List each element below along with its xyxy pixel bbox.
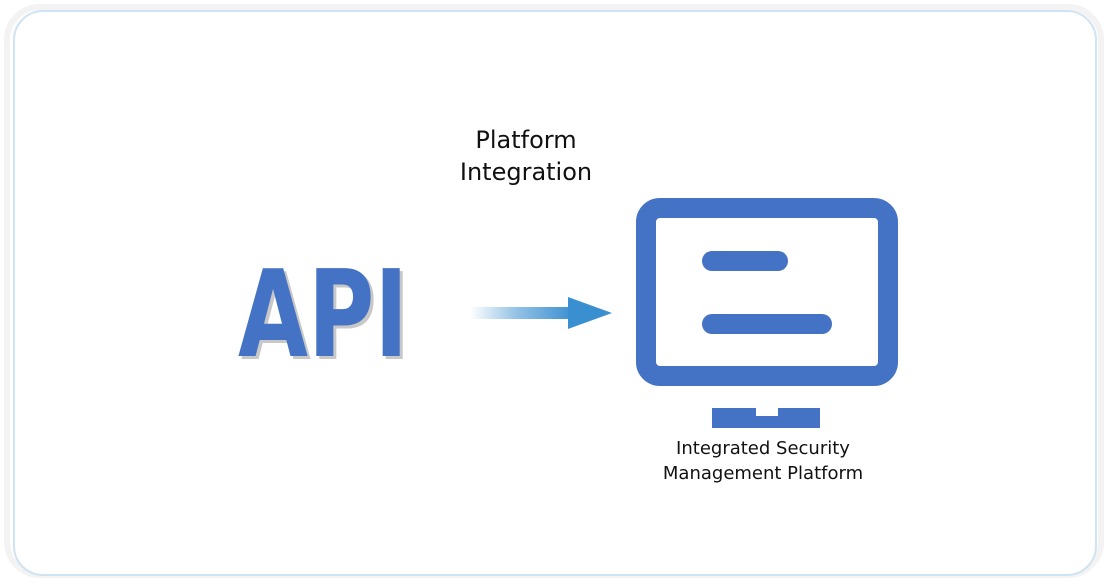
integration-arrow [470,297,612,329]
monitor-screen [636,198,898,386]
monitor-stand [712,408,820,428]
api-logo: API API [238,262,411,362]
arrow-head [568,297,612,329]
edge-label-platform-integration: Platform Integration [459,126,593,186]
screen-line-short [702,251,788,271]
monitor-neck-gap [756,386,778,408]
arrow-shaft [470,307,574,319]
node-label-security-platform: Integrated Security Management Platform [662,438,864,484]
monitor-stand-gap [756,408,778,416]
api-text-shadow: API [241,262,411,362]
api-text: API [238,262,408,362]
screen-line-long [702,314,832,334]
monitor-icon [636,198,898,428]
diagram-frame [13,10,1097,576]
